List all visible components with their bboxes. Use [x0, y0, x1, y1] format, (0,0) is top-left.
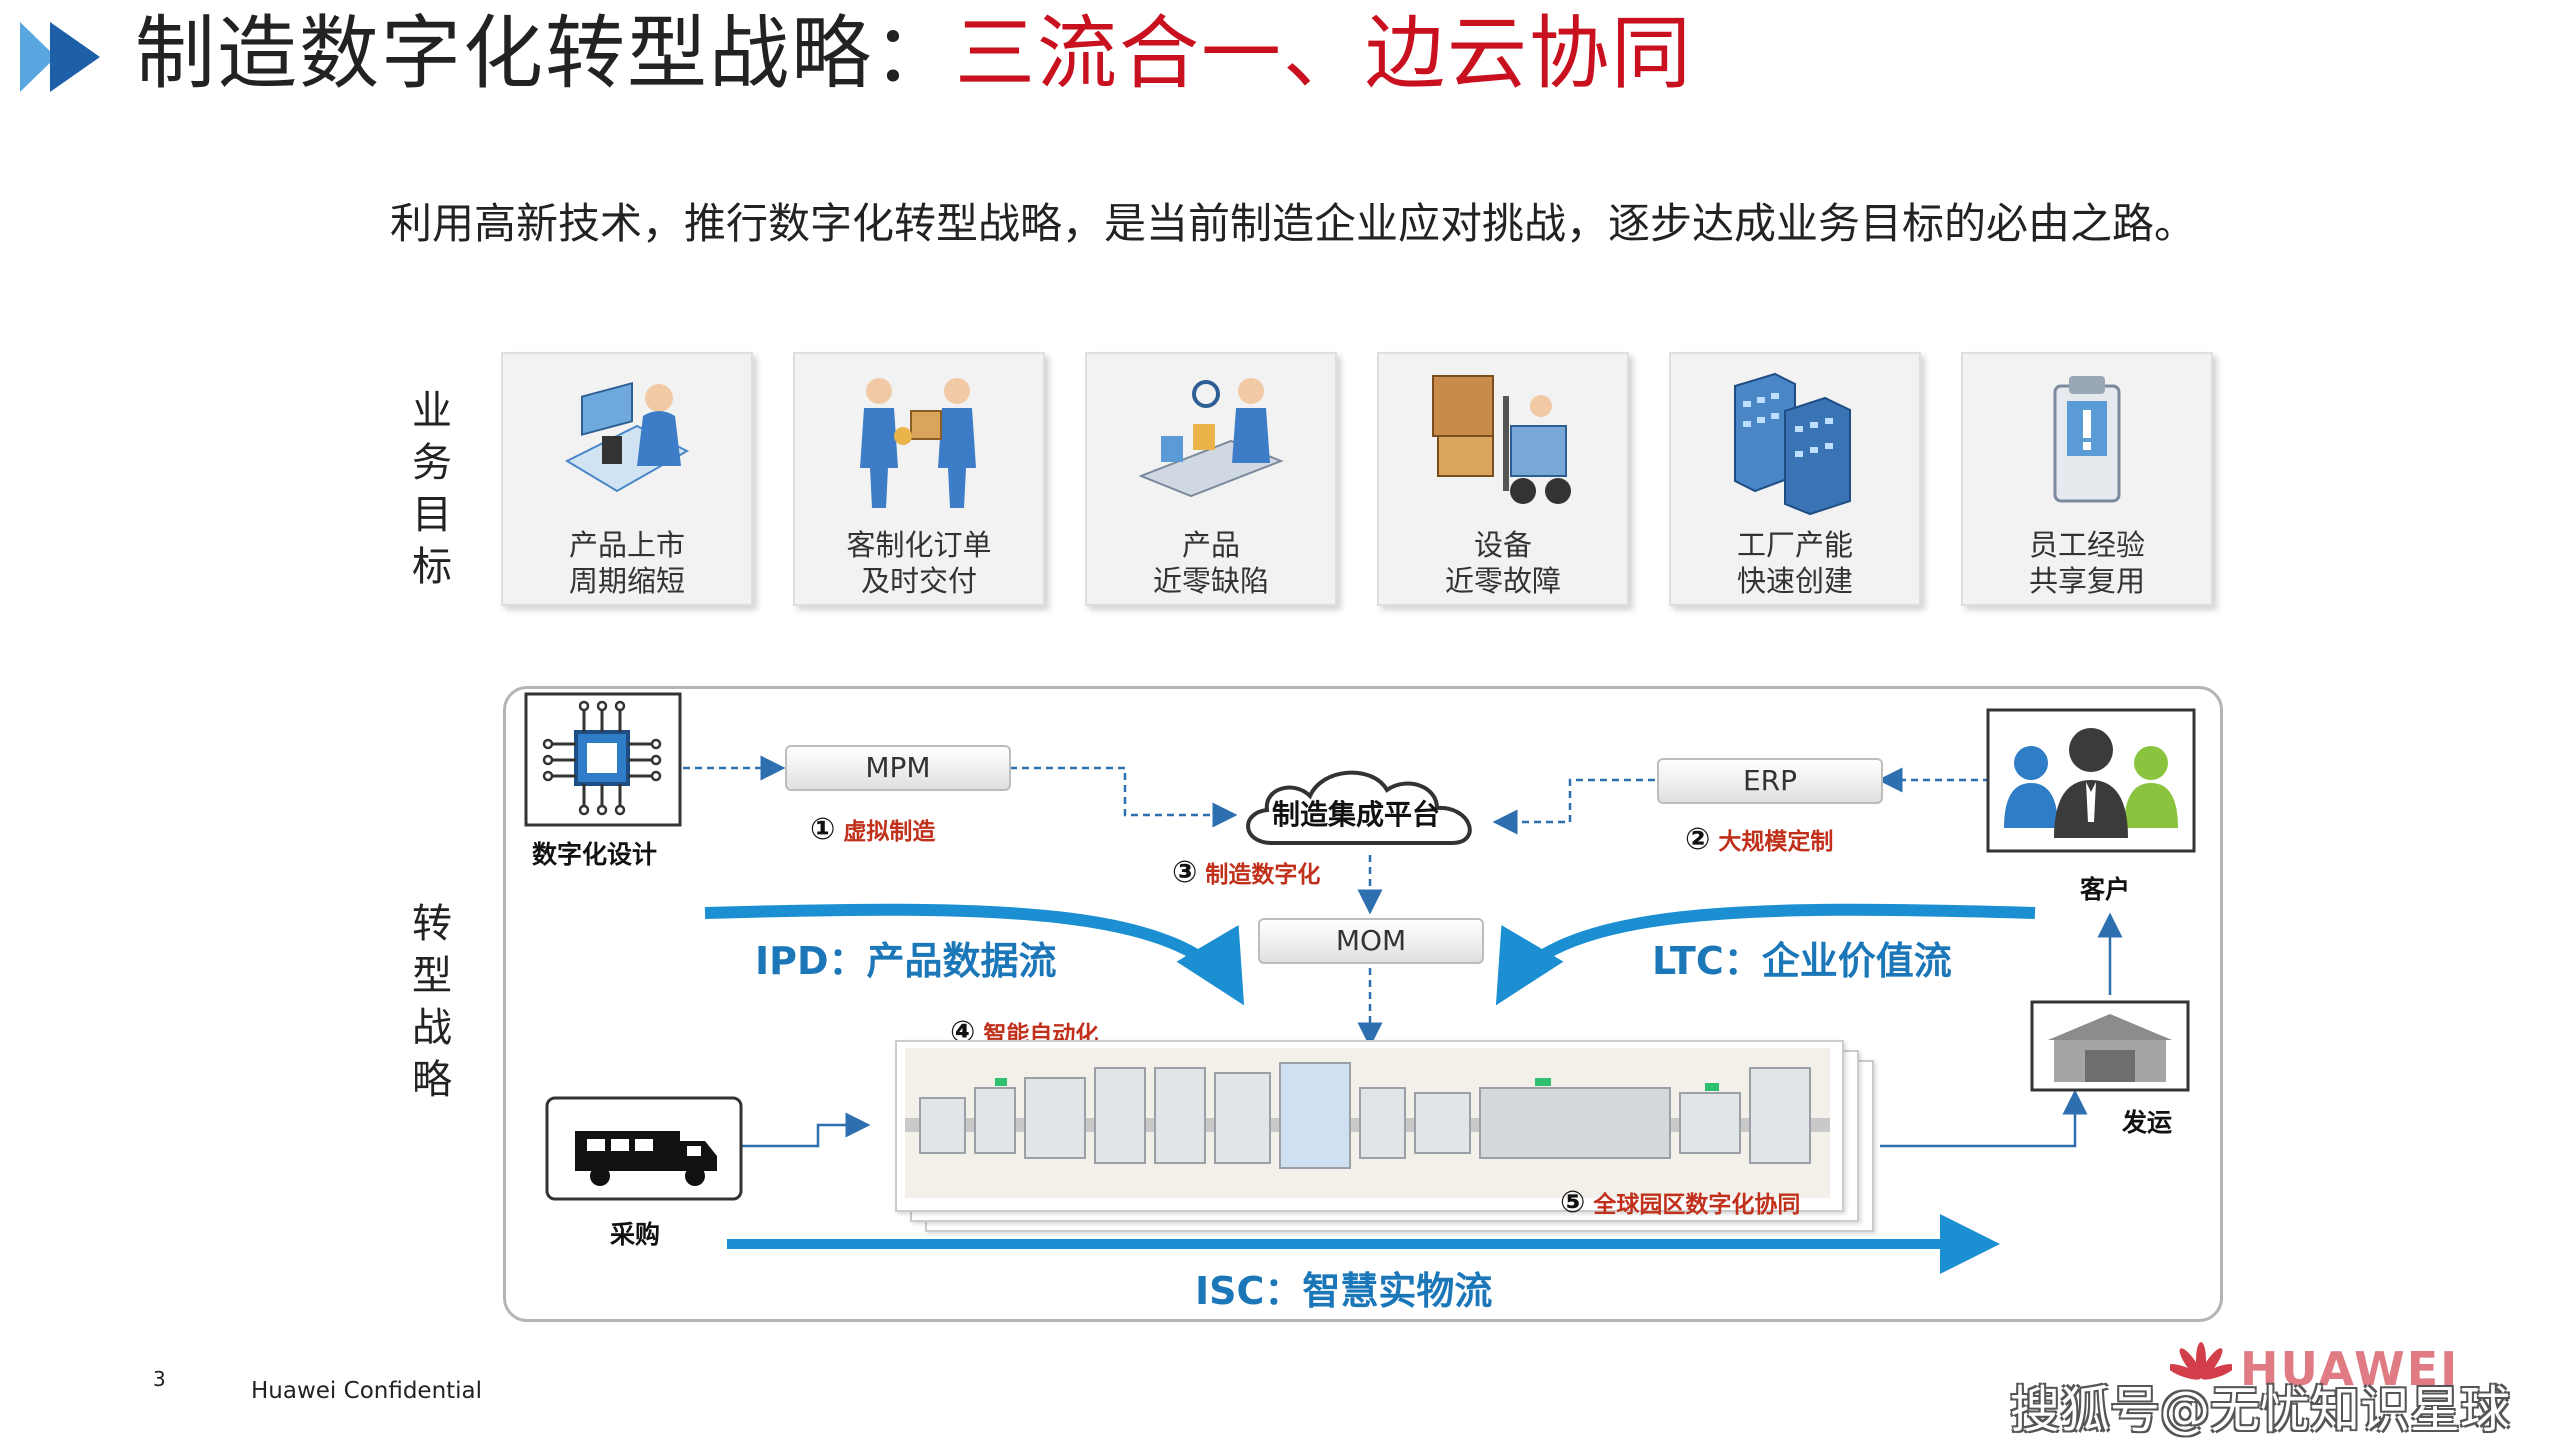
goal-line1: 工厂产能	[1736, 528, 1853, 562]
step-label: 制造数字化	[1205, 862, 1321, 888]
forklift-icon	[1432, 375, 1571, 504]
step-number: ③	[1172, 855, 1198, 890]
step-1: ① 虚拟制造	[810, 812, 935, 847]
step-5: ⑤ 全球园区数字化协同	[1560, 1185, 1800, 1220]
ipd-flow-label: IPD：产品数据流	[755, 939, 1057, 983]
label-transformation-strategy: 转 型 战 略	[407, 898, 457, 1106]
goal-line2: 近零缺陷	[1152, 564, 1269, 598]
page-title: 制造数字化转型战略：三流合一、边云协同	[135, 4, 1693, 104]
ipd-flow-arrow	[704, 903, 1245, 1006]
step-number: ②	[1685, 822, 1711, 857]
step-label: 虚拟制造	[843, 819, 936, 845]
label-char: 转	[412, 901, 452, 947]
digital-design-label: 数字化设计	[532, 840, 658, 869]
brand-wordmark: HUAWEI	[2240, 1342, 2460, 1396]
goal-card-time-to-market: 产品上市 周期缩短	[501, 352, 753, 606]
erp-box: ERP	[1657, 758, 1883, 804]
label-char: 型	[412, 953, 452, 999]
goal-card-custom-orders: 客制化订单 及时交付	[793, 352, 1045, 606]
cloud-icon	[1246, 770, 1472, 845]
procurement-label: 采购	[610, 1220, 661, 1249]
goal-line1: 产品上市	[568, 528, 685, 562]
goal-line2: 快速创建	[1736, 564, 1853, 598]
watermark: 搜狐号@无忧知识星球	[2010, 1381, 2510, 1439]
goal-card-knowledge-sharing: 员工经验 共享复用	[1961, 352, 2213, 606]
label-char: 目	[412, 492, 452, 538]
confidential-label: Huawei Confidential	[251, 1378, 483, 1404]
goal-line1: 产品	[1181, 528, 1240, 562]
step-label: 全球园区数字化协同	[1593, 1192, 1801, 1218]
label-char: 务	[412, 440, 452, 486]
title-main: 制造数字化转型战略：	[135, 7, 955, 100]
huawei-logo-icon	[2170, 1342, 2232, 1380]
warehouse-icon	[2030, 1000, 2190, 1092]
delivery-handover-icon	[860, 378, 976, 508]
mpm-box: MPM	[785, 745, 1011, 791]
mom-box: MOM	[1258, 918, 1484, 964]
step-number: ⑤	[1560, 1185, 1586, 1220]
goal-line1: 员工经验	[2028, 528, 2145, 562]
goal-line2: 周期缩短	[568, 564, 685, 598]
page-number: 3	[153, 1367, 166, 1391]
knowledge-clipboard-icon	[2053, 376, 2121, 503]
chip-icon	[524, 692, 682, 827]
customer-group-icon	[1986, 708, 2196, 853]
goal-card-rapid-capacity: 工厂产能 快速创建	[1669, 352, 1921, 606]
label-char: 战	[412, 1005, 452, 1051]
step-2: ② 大规模定制	[1685, 822, 1833, 857]
title-highlight: 三流合一、边云协同	[955, 7, 1693, 100]
goal-card-zero-defects: 产品 近零缺陷	[1085, 352, 1337, 606]
page-subtitle: 利用高新技术，推行数字化转型战略，是当前制造企业应对挑战，逐步达成业务目标的必由…	[390, 199, 2197, 248]
customer-label: 客户	[2080, 875, 2131, 904]
goal-line2: 共享复用	[2028, 564, 2145, 598]
label-business-goals: 业 务 目 标	[407, 385, 457, 593]
design-workstation-icon	[564, 381, 690, 493]
goal-card-zero-failures: 设备 近零故障	[1377, 352, 1629, 606]
goal-line1: 设备	[1473, 528, 1532, 562]
step-3: ③ 制造数字化	[1172, 855, 1320, 890]
strategy-diagram-frame	[503, 686, 2223, 1322]
shipping-label: 发运	[2122, 1108, 2173, 1137]
ltc-flow-label: LTC：企业价值流	[1652, 939, 1952, 983]
goal-line2: 近零故障	[1444, 564, 1561, 598]
isc-flow-label: ISC：智慧实物流	[1195, 1269, 1493, 1313]
label-char: 业	[412, 388, 452, 434]
label-char: 标	[412, 544, 452, 590]
platform-label: 制造集成平台	[1272, 798, 1441, 831]
label-char: 略	[412, 1057, 452, 1103]
factory-building-icon	[1734, 372, 1851, 516]
step-label: 大规模定制	[1718, 829, 1834, 855]
production-line-icon	[905, 1048, 1830, 1198]
quality-inspection-icon	[1138, 378, 1284, 498]
ltc-flow-arrow	[1495, 903, 2036, 1006]
title-chevron-icon	[20, 22, 100, 92]
goal-line2: 及时交付	[860, 564, 977, 598]
step-number: ①	[810, 812, 836, 847]
goal-line1: 客制化订单	[846, 528, 992, 562]
truck-icon	[545, 1096, 743, 1201]
